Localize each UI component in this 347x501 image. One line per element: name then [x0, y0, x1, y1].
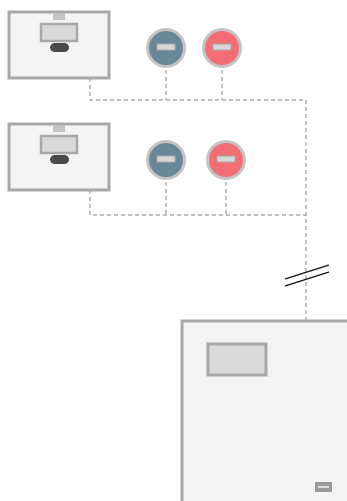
- console-1-screen: [39, 22, 79, 43]
- console-1-top-tab: [53, 13, 65, 20]
- console-1: [7, 10, 111, 80]
- console-2-knob: [50, 155, 69, 164]
- bus-line-top: [89, 78, 306, 101]
- cabinet-display-panel: [206, 342, 268, 377]
- button-blue-1: [146, 28, 186, 68]
- button-red-2: [206, 140, 246, 180]
- connection-lines: [89, 70, 307, 320]
- main-cabinet: [180, 319, 347, 501]
- console-2-top-tab: [53, 125, 65, 132]
- bus-line-bottom: [89, 190, 306, 216]
- button-red-1: [202, 28, 242, 68]
- console-2: [7, 122, 111, 192]
- console-1-knob: [50, 43, 69, 52]
- button-blue-2: [146, 140, 186, 180]
- console-2-screen: [39, 134, 79, 155]
- break-marker: [284, 264, 330, 287]
